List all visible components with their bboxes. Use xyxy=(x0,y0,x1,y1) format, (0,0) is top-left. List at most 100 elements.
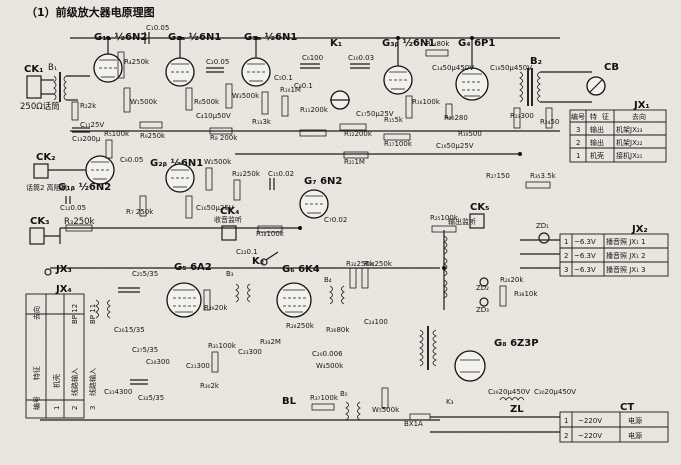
g1a-label: G₁ₐ ½6N2 xyxy=(94,32,147,43)
ck5-label: CK₅ xyxy=(470,202,489,213)
r6-label: R₆500k xyxy=(194,98,220,106)
b5-label: B₅ xyxy=(340,390,348,398)
jx4-r2-c1: 线路输入 xyxy=(88,368,97,396)
r5-label: R₅100k xyxy=(104,130,130,138)
c31-label: C₃₁4300 xyxy=(104,388,132,396)
c22-label: C₂₂0.1 xyxy=(236,248,258,256)
jx2-r1-c1: ~6.3V xyxy=(574,252,596,260)
jx4-r0-c0: 1 xyxy=(53,406,61,410)
ck2-note: 话筒2 高阻抗 xyxy=(26,183,68,192)
c9-label: C₉0.05 xyxy=(120,156,143,164)
c1-label: C₁0.05 xyxy=(146,24,169,32)
tube-g2a: G₂ₐ ½6N1 R₆500k C₄10μ50V xyxy=(165,32,231,120)
jx1-r1-c2: 机架JX₂₂ xyxy=(616,138,643,147)
table-jx1: JX₁ 编号 特 征 去向 3 输出 机架JX₂₃ 2 输出 机架JX₂₂ 1 … xyxy=(569,100,667,163)
junction-dots xyxy=(106,36,522,270)
ck5-note: 输出监听 xyxy=(448,217,476,226)
tube-g3b: G₃ᵦ ½6N1 R₁₅5k R₁₆100k R₁₇100k xyxy=(382,38,441,148)
g6-label: G₆ 6K4 xyxy=(282,264,320,275)
ct-r1-c2: 电源 xyxy=(628,431,642,440)
r33-label: R₃₃2M xyxy=(260,338,281,346)
tube-g5: G₅ 6A2 R₂₉20k R₃₁100k R₃₀2k C₂₁300 xyxy=(166,262,237,390)
jx4-r0-c1: 机壳 xyxy=(52,374,61,388)
tube-g4: G₄ 6P1 R₁₄80k C₁₄50μ450V C₁₈50μ450V R₂₀2… xyxy=(425,38,532,150)
r34-label: R₃₄250k xyxy=(364,260,393,268)
w2-label: W₂500k xyxy=(204,158,232,166)
c20-label: C₂₀0.006 xyxy=(312,350,343,358)
jx4-r1-c2: BP 12 xyxy=(71,304,79,324)
ct-r0-c2: 电源 xyxy=(628,416,642,425)
jx4-header-2: 去向 xyxy=(32,306,41,320)
jx1-r0-c1: 输出 xyxy=(590,125,604,134)
jx2-r2-c0: 3 xyxy=(564,266,568,274)
bl-label: BL xyxy=(282,396,297,407)
g1b-label: G₁ᵦ ½6N2 xyxy=(58,182,111,193)
jx1-r2-c2: 接机JX₂₁ xyxy=(616,151,643,160)
c4-label: C₄10μ50V xyxy=(196,112,231,120)
b1-label: B₁ xyxy=(48,63,57,73)
r20-label: R₂₀280 xyxy=(444,114,468,122)
g5-label: G₅ 6A2 xyxy=(174,262,212,273)
c14-label: C₁₄50μ450V xyxy=(432,64,474,72)
c27-label: C₂₇5/35 xyxy=(132,346,158,354)
input-ck5: CK₅ 输出监听 xyxy=(448,202,489,229)
zd2-label: ZD₂ xyxy=(476,284,489,292)
ck1-note: 250Ω话筒 xyxy=(20,101,60,112)
ck4-note: 收音监听 xyxy=(214,215,242,224)
jx2-r2-c1: ~6.3V xyxy=(574,266,596,274)
r22-label: R₂₂250k xyxy=(232,170,261,178)
tuner-section: JX₃ C₂₅5/35 C₂₆15/35 C₂₇5/35 C₂₈300 C₃₁4… xyxy=(44,264,170,402)
jx1-header-0: 编号 xyxy=(571,112,585,121)
c7-label: C₇0.02 xyxy=(324,216,347,224)
ct-r1-c0: 2 xyxy=(564,432,568,440)
r8-label: R₈ 200k xyxy=(210,134,238,142)
tube-g1a: G₁ₐ ½6N2 xyxy=(93,32,147,83)
zd3-label: ZD₃ xyxy=(476,306,489,314)
jx2-title: JX₂ xyxy=(631,224,648,235)
jx4-r2-c2: BP 11 xyxy=(89,304,97,324)
r13-label: R₁₃3k xyxy=(252,118,272,126)
zl-label: ZL xyxy=(510,404,524,415)
ct-r0-c0: 1 xyxy=(564,417,568,425)
c12-label: C₁₂0.05 xyxy=(60,204,86,212)
jx2-r0-c0: 1 xyxy=(564,238,568,246)
r37-label: R₃₇100k xyxy=(310,394,339,402)
tube-g3a: G₃ₐ ½6N1 R₁₃3k C₅0.1 R₁₀1M xyxy=(241,32,301,126)
c18-label: C₁₈50μ450V xyxy=(490,64,532,72)
c28-label: C₂₈300 xyxy=(146,358,170,366)
ct-r1-c1: ~220V xyxy=(578,432,602,440)
jx4-header-0: 编号 xyxy=(32,396,41,410)
r19-label: R₁₉500 xyxy=(458,130,482,138)
jx1-r2-c0: 1 xyxy=(576,152,580,160)
ck2-label: CK₂ xyxy=(36,152,55,163)
jx1-r1-c0: 2 xyxy=(576,139,580,147)
c13-label: C₁₃200μ xyxy=(72,135,101,143)
r21-label: R₂₁1M xyxy=(344,158,365,166)
r32-label: R₃₂250k xyxy=(346,260,375,268)
table-jx4: JX₄ 编号 特征 去向 1 机壳 2 线路输入 BP 12 3 线路输入 BP… xyxy=(25,284,97,419)
fuse-label: BX1A xyxy=(404,420,423,428)
r4-label: R₄250k xyxy=(124,58,150,66)
r2-label: R₂2k xyxy=(80,102,97,110)
r23-label: R₂₃300 xyxy=(510,112,534,120)
r38-label: R₃₈10k xyxy=(514,290,538,298)
r29-label: R₂₉20k xyxy=(204,304,228,312)
jx1-header-2: 征 xyxy=(602,112,609,121)
w3-label: W₃500k xyxy=(232,92,260,100)
input-ck2: CK₂ 话筒2 高阻抗 xyxy=(26,152,86,192)
input-ck1: CK₁ 250Ω话筒 B₁ xyxy=(20,63,90,112)
c32-label: C₃₂5/35 xyxy=(138,394,164,402)
w4-label: W₄500k xyxy=(316,362,344,370)
g2a-label: G₂ₐ ½6N1 xyxy=(168,32,221,43)
b2-label: B₂ xyxy=(530,56,542,67)
jx4-header-1: 特征 xyxy=(32,366,41,380)
c6-label: C₆100 xyxy=(302,54,323,62)
ct-title: CT xyxy=(620,402,634,413)
jx4-r1-c1: 线路输入 xyxy=(70,368,79,396)
ck4-label: CK₄ xyxy=(220,206,239,217)
w5-label: W₅500k xyxy=(372,406,400,414)
c8-label: C₈0.1 xyxy=(294,82,313,90)
r18-label: R₁₈100k xyxy=(256,230,285,238)
jx1-title: JX₁ xyxy=(633,100,650,111)
c23-label: C₂₃300 xyxy=(238,348,262,356)
